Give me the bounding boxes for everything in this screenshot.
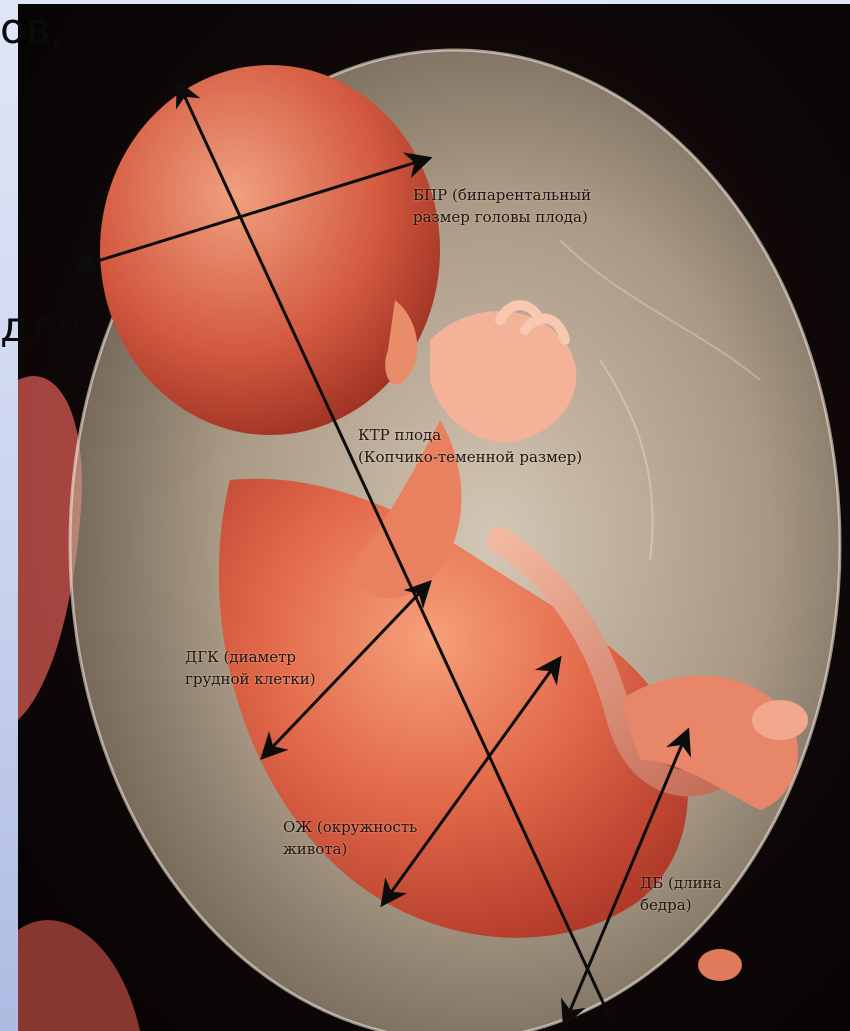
dgk-label-line1: ДГК (диаметр <box>185 646 316 668</box>
ozh-label-line1: ОЖ (окружность <box>283 816 417 838</box>
slide-text-mid: для <box>0 306 81 348</box>
db-label-line2: бедра) <box>640 894 722 916</box>
ozh-label-line2: живота) <box>283 838 417 860</box>
dgk-label: ДГК (диаметр грудной клетки) <box>185 646 316 690</box>
bpr-label: БПР (бипарентальный размер головы плода) <box>413 184 591 228</box>
ktr-label-line2: (Копчико-теменной размер) <box>358 446 582 468</box>
db-label: ДБ (длина бедра) <box>640 872 722 916</box>
dgk-label-line2: грудной клетки) <box>185 668 316 690</box>
fetus-photo: БПР (бипарентальный размер головы плода)… <box>18 4 850 1031</box>
slide-text-top: ов, <box>0 8 64 50</box>
bpr-label-line1: БПР (бипарентальный <box>413 184 591 206</box>
ozh-label: ОЖ (окружность живота) <box>283 816 417 860</box>
ktr-label: КТР плода (Копчико-теменной размер) <box>358 424 582 468</box>
ktr-label-line1: КТР плода <box>358 424 582 446</box>
bpr-label-line2: размер головы плода) <box>413 206 591 228</box>
fetus-illustration <box>18 4 850 1031</box>
db-label-line1: ДБ (длина <box>640 872 722 894</box>
